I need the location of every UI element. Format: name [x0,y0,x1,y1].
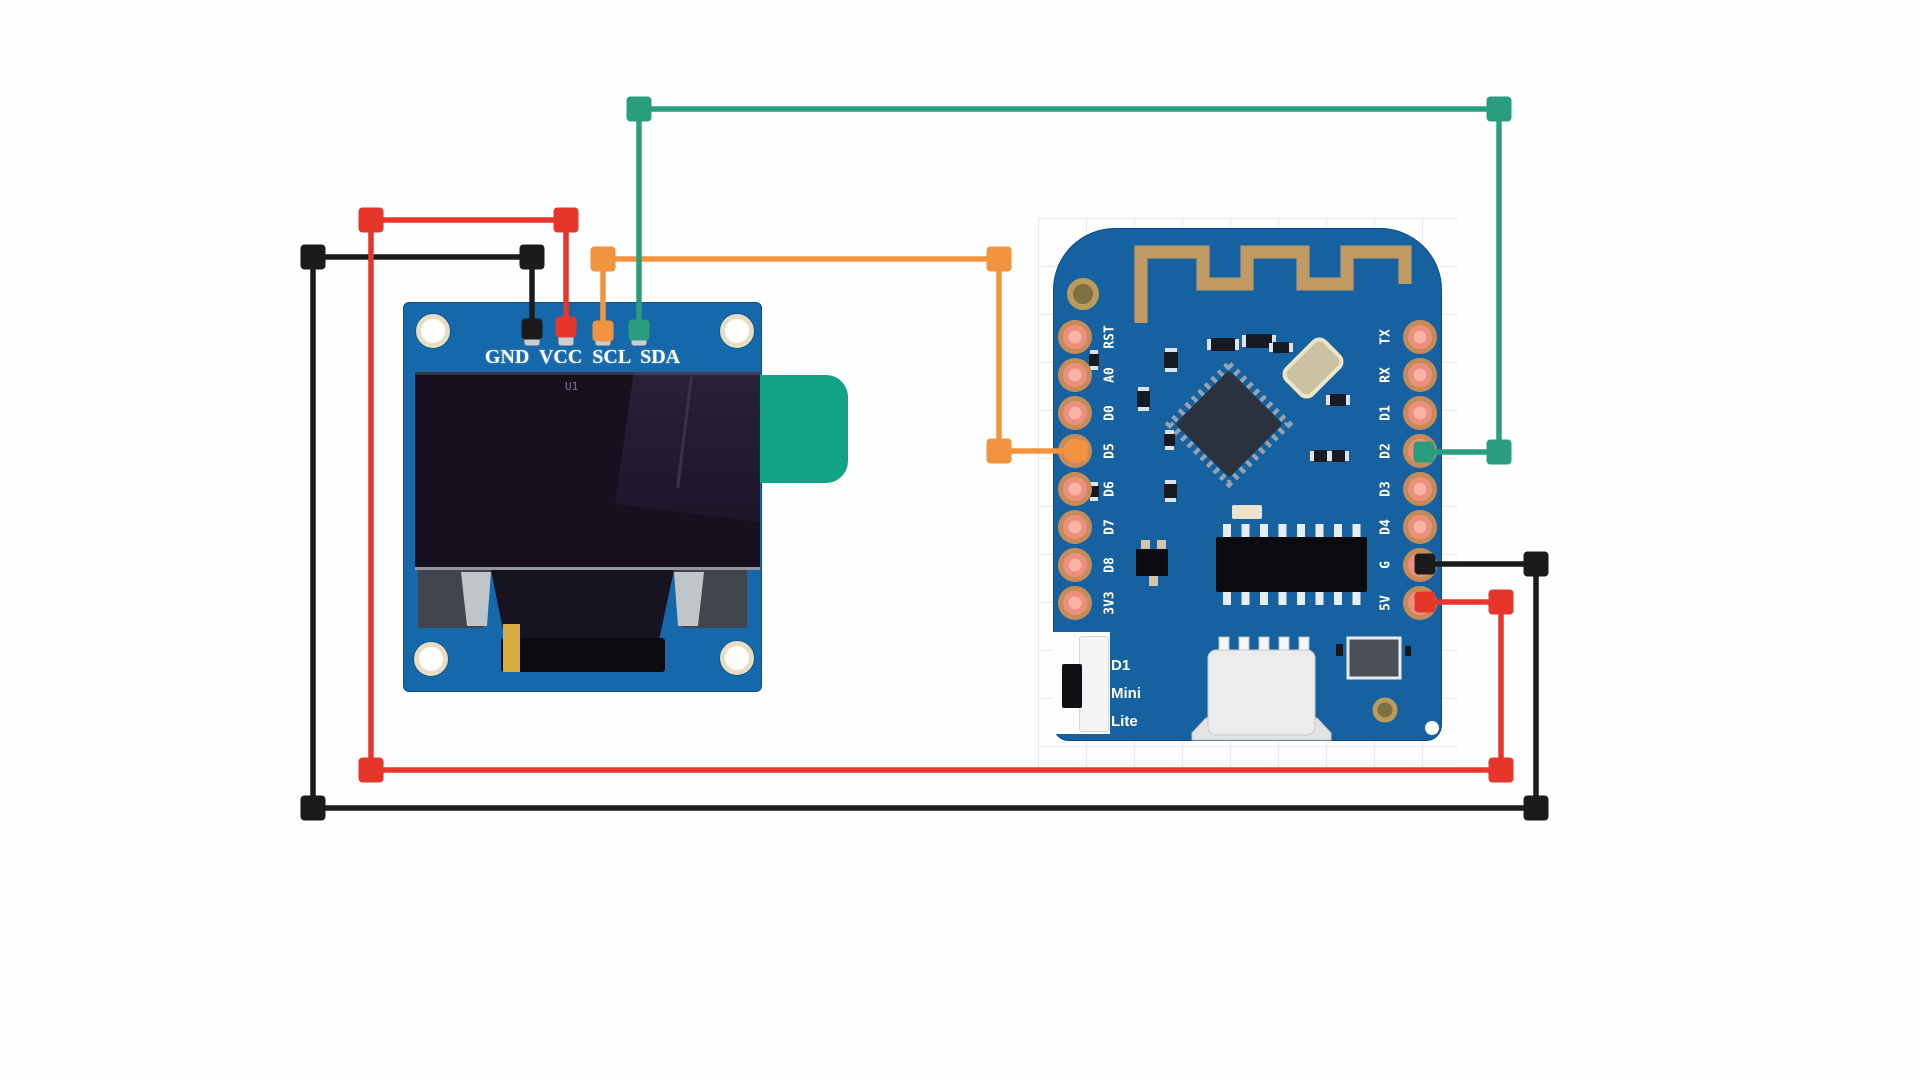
fuse [1232,505,1262,519]
smd-components [1089,334,1350,502]
board-name-line: D1 [1111,657,1131,674]
oled-screen: U1 [415,372,760,570]
oled-side-tab [755,375,848,483]
board-name-label: D1 Mini Lite [1111,652,1141,736]
wire-node[interactable] [626,96,652,122]
usb-connector [1191,636,1332,741]
screen-bottom-edge [415,567,760,570]
pin-left-D8[interactable] [1058,548,1092,582]
wire-gnd[interactable] [300,244,1549,821]
wifi-antenna-trace [1134,245,1412,323]
oled-ref-label: U1 [565,380,579,393]
gold-hole [1067,278,1099,310]
pin-left-D6[interactable] [1058,472,1092,506]
wire-node[interactable] [1486,439,1512,465]
ic-chip [1216,524,1367,605]
wire-node[interactable] [300,795,326,821]
wire-node[interactable] [555,316,577,338]
wire-node[interactable] [1523,551,1549,577]
gold-hole [1372,697,1398,723]
wire-node[interactable] [1486,96,1512,122]
screen-top-edge [415,372,760,375]
esp-chip [1164,359,1294,489]
kapton-tape [503,624,520,672]
mounting-hole [720,641,754,675]
wire-node[interactable] [1488,589,1514,615]
oled-header-label: GND VCC SCL SDA [484,346,681,368]
pin-left-3V3[interactable] [1058,586,1092,620]
wire-node[interactable] [519,244,545,270]
wire-node[interactable] [358,757,384,783]
wire-node[interactable] [628,319,650,341]
board-components [1067,245,1439,741]
wire-node[interactable] [1414,591,1436,613]
oled-connector-assembly [418,570,747,672]
wire-node[interactable] [521,318,543,340]
regulator [1136,540,1168,586]
wire-scl[interactable] [590,246,1088,464]
pin-right-D1[interactable] [1403,396,1437,430]
pin-right-D3[interactable] [1403,472,1437,506]
pin-left-D0[interactable] [1058,396,1092,430]
mounting-hole [720,314,754,348]
wire-node[interactable] [1414,553,1436,575]
pin-right-TX[interactable] [1403,320,1437,354]
mounting-hole [414,642,448,676]
wire-node[interactable] [986,438,1012,464]
crystal-oscillator [1282,337,1344,399]
white-dot [1425,721,1439,735]
wire-node[interactable] [1066,440,1088,462]
pin-left-RST[interactable] [1058,320,1092,354]
wire-node[interactable] [592,320,614,342]
wire-node[interactable] [553,207,579,233]
wire-sda[interactable] [626,96,1512,465]
reset-button-housing [1079,636,1109,732]
wire-node[interactable] [1413,441,1435,463]
wire-vcc[interactable] [358,207,1514,783]
pin-right-RX[interactable] [1403,358,1437,392]
pin-left-A0[interactable] [1058,358,1092,392]
wire-node[interactable] [358,207,384,233]
wire-node[interactable] [1488,757,1514,783]
metal-shield [1346,636,1402,680]
wire-node[interactable] [590,246,616,272]
mounting-hole [416,314,450,348]
wire-node[interactable] [1523,795,1549,821]
board-name-line: Lite [1111,713,1138,730]
wire-node[interactable] [300,244,326,270]
reset-button[interactable] [1062,664,1082,708]
pin-left-D7[interactable] [1058,510,1092,544]
oled-module[interactable]: GND VCC SCL SDA U1 [403,302,848,692]
wire-node[interactable] [986,246,1012,272]
board-name-line: Mini [1111,685,1141,702]
pin-right-D4[interactable] [1403,510,1437,544]
